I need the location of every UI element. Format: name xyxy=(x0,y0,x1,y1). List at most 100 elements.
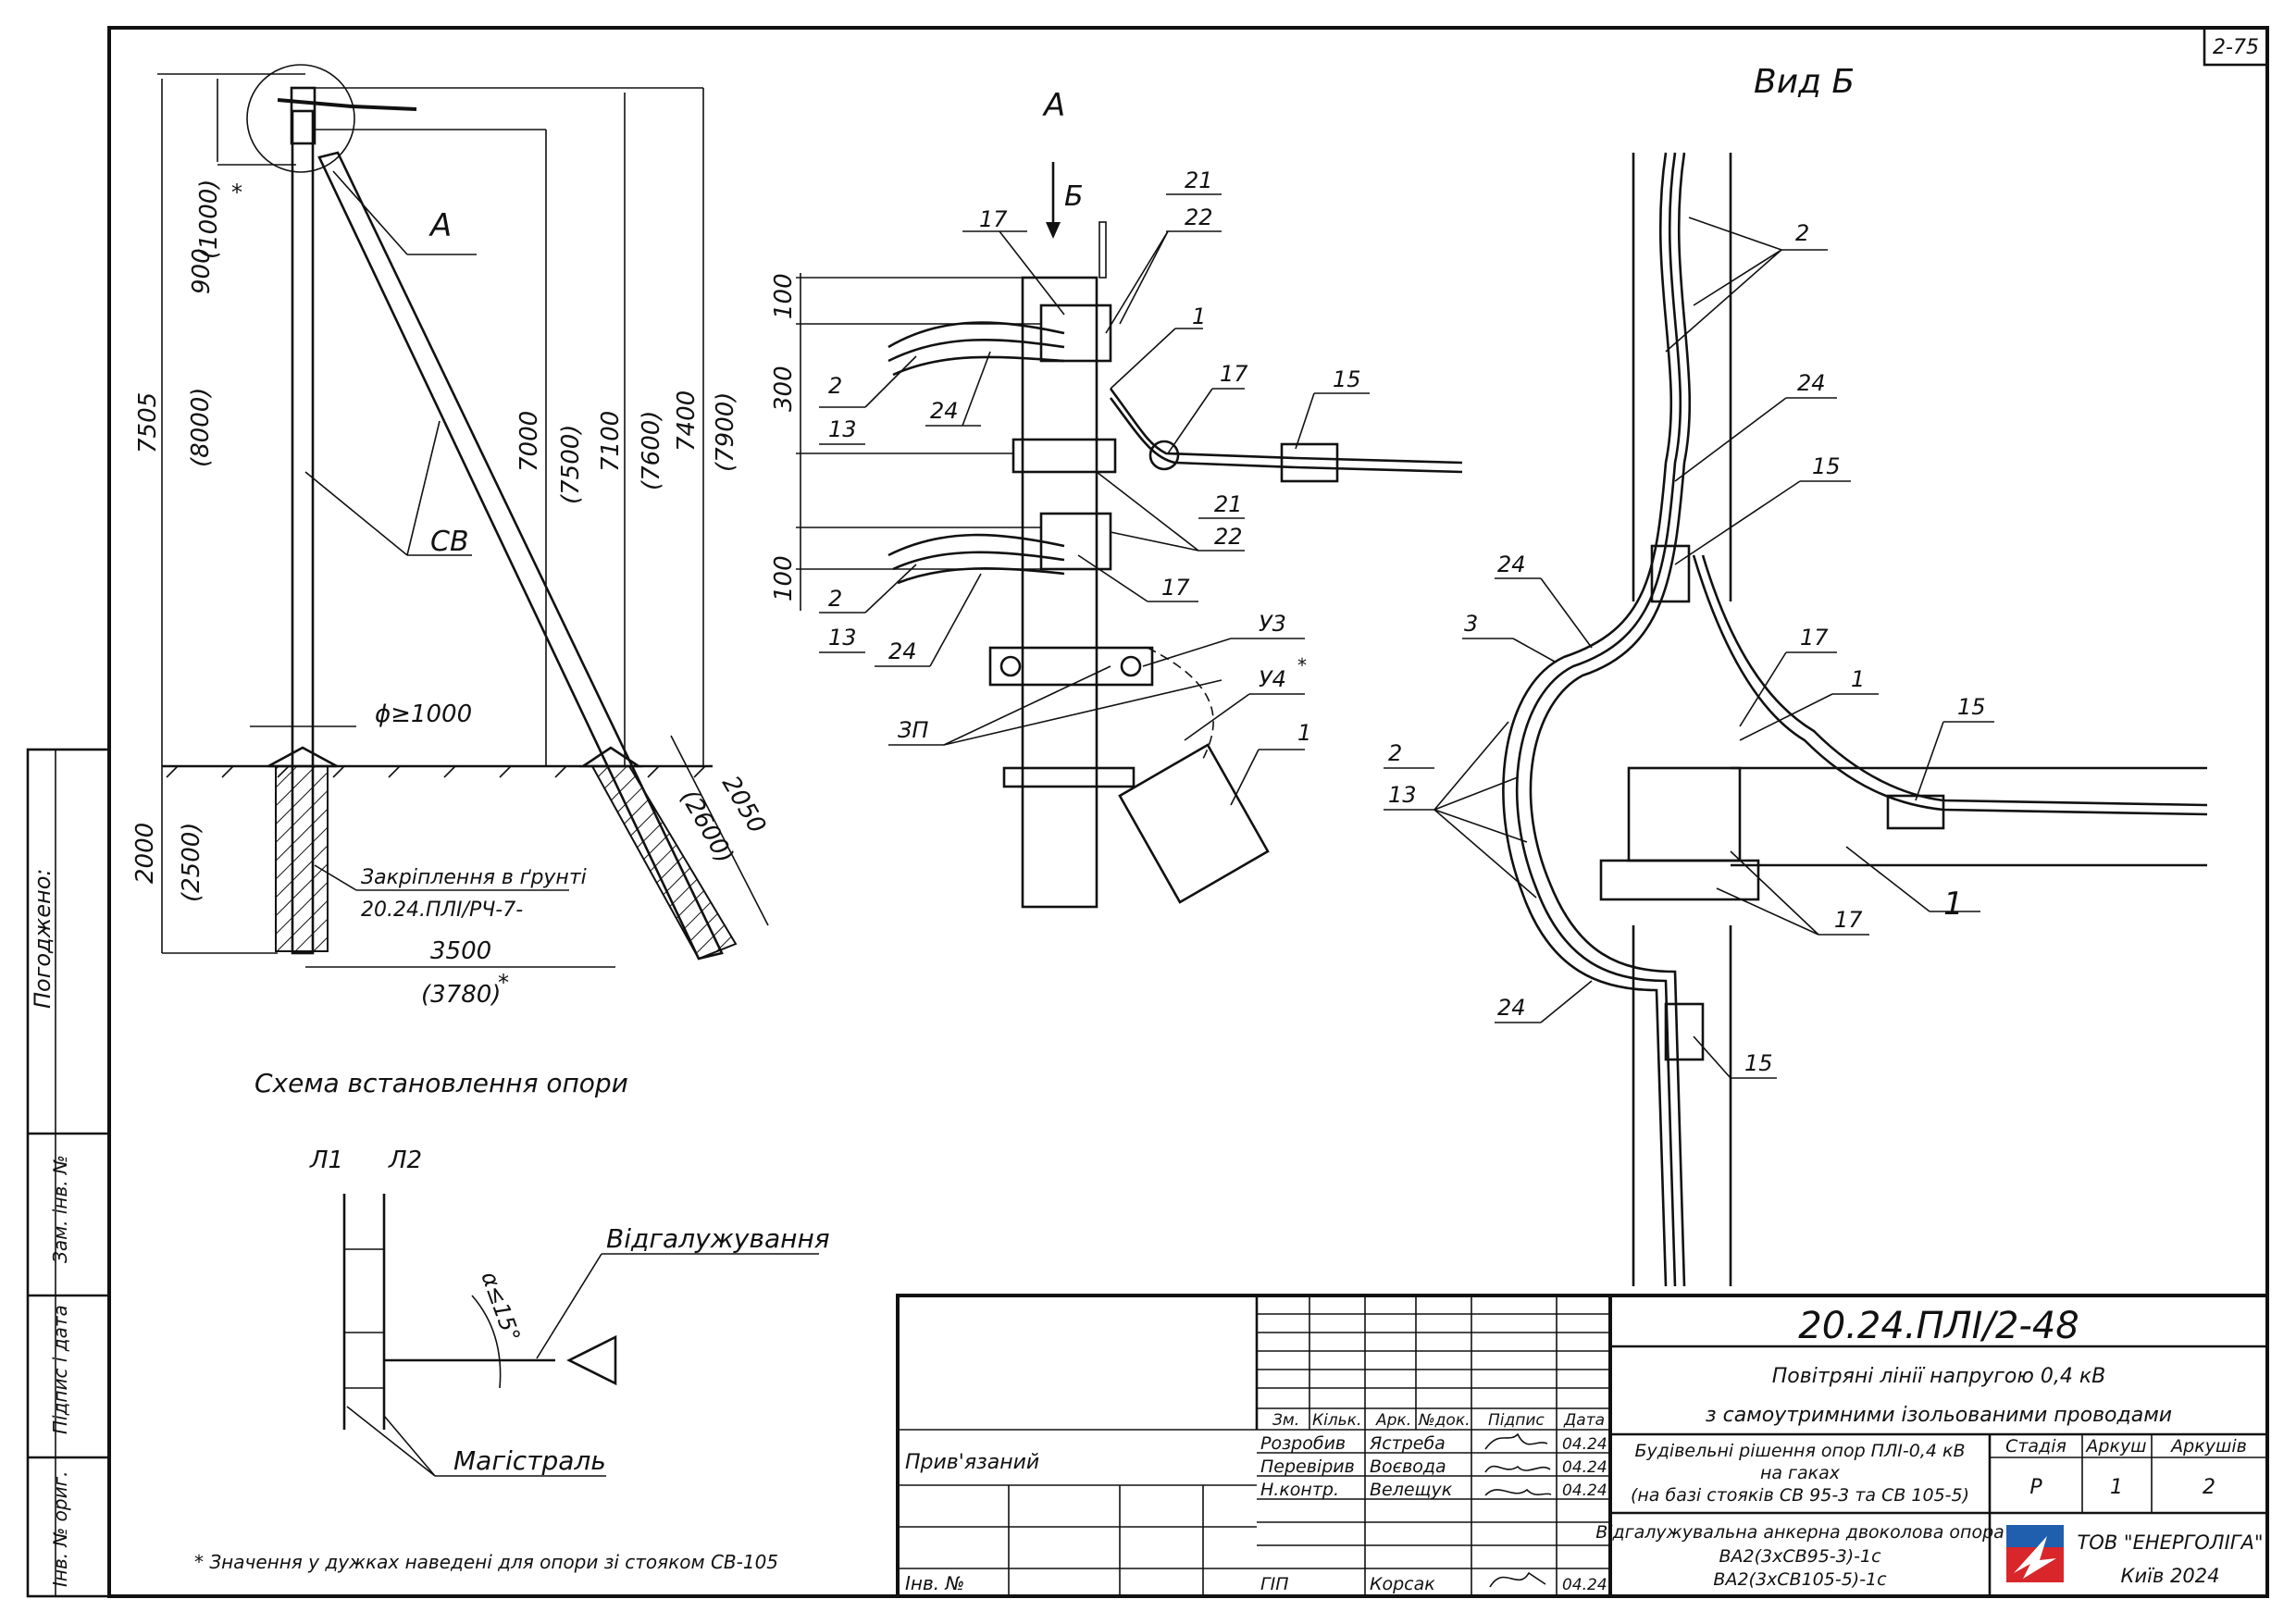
dim-diameter: ϕ≥1000 xyxy=(375,700,472,728)
dim-3500: 3500 xyxy=(430,937,491,965)
callout-22-mid: 22 xyxy=(1214,524,1243,550)
middle-band xyxy=(1011,438,1117,474)
label-branching: Відгалужування xyxy=(606,1223,830,1254)
callout-u4-star: * xyxy=(1297,654,1307,676)
view-b: Вид Б xyxy=(1384,63,2208,1287)
callout-2-upper: 2 xyxy=(828,373,842,399)
staff-role-3: Н.контр. xyxy=(1260,1480,1339,1500)
dim-8000: (8000) xyxy=(187,388,215,467)
staff-name-3: Велещук xyxy=(1370,1480,1453,1500)
upper-hook-clamp xyxy=(1039,304,1112,363)
sheets-value: 2 xyxy=(2203,1476,2215,1499)
vb-callout-24-top: 24 xyxy=(1797,370,1826,396)
staff-date-4: 04.24 xyxy=(1562,1576,1607,1594)
vb-callout-2: 2 xyxy=(1795,220,1809,246)
dim-2000: 2000 xyxy=(131,823,159,884)
dim-star-2: * xyxy=(498,970,509,996)
project-line2: з самоутримними ізольованими проводами xyxy=(1706,1404,2172,1427)
label-l1: Л1 xyxy=(309,1147,343,1174)
staff-date-1: 04.24 xyxy=(1562,1435,1607,1454)
inv-no-label: Інв. № xyxy=(905,1572,964,1594)
label-l2: Л2 xyxy=(388,1147,422,1174)
stage-header: Стадія xyxy=(2005,1436,2066,1457)
dim-7900: (7900) xyxy=(712,392,739,472)
callout-13-lower: 13 xyxy=(828,625,857,651)
callout-21-mid: 21 xyxy=(1214,491,1243,517)
section-line3: (на базі стояків СВ 95-3 та СВ 105-5) xyxy=(1631,1485,1969,1506)
callout-17-top: 17 xyxy=(979,206,1008,232)
staff-name-4: Корсак xyxy=(1370,1574,1435,1594)
vb-callout-1-big: 1 xyxy=(1943,886,1964,923)
dim-100-lower: 100 xyxy=(770,555,798,601)
section-line2: на гаках xyxy=(1760,1463,1841,1483)
strut-pole xyxy=(317,151,724,961)
dim-100-upper: 100 xyxy=(770,273,798,319)
staff-date-3: 04.24 xyxy=(1562,1481,1607,1500)
sign-date-label: Підпис і дата xyxy=(49,1305,71,1434)
drawing-line2: ВА2(3хСВ95-3)-1с xyxy=(1719,1546,1881,1567)
view-b-title: Вид Б xyxy=(1754,63,1855,101)
junction-box xyxy=(1118,743,1270,904)
staff-name-1: Ястреба xyxy=(1369,1433,1446,1454)
hdr-pidpys: Підпис xyxy=(1488,1411,1545,1430)
callout-3p: ЗП xyxy=(898,717,928,743)
dim-300: 300 xyxy=(770,366,798,412)
label-sv: СВ xyxy=(430,526,469,558)
arrow-b-label: Б xyxy=(1064,180,1084,213)
hdr-zm: Зм. xyxy=(1272,1411,1299,1430)
dim-1000: (1000) xyxy=(195,180,223,259)
callout-1-top: 1 xyxy=(1192,304,1206,329)
callout-22-top: 22 xyxy=(1185,205,1213,230)
branch-end-cone xyxy=(566,1334,617,1386)
label-main: Магістраль xyxy=(453,1445,606,1476)
schema-caption: Схема встановлення опори xyxy=(254,1068,628,1098)
sheet-value: 1 xyxy=(2110,1476,2123,1499)
hdr-ndok: №док. xyxy=(1418,1411,1471,1430)
sheets-header: Аркушів xyxy=(2169,1436,2247,1457)
sheet-code: 2-75 xyxy=(2213,36,2259,59)
vb-callout-15-right: 15 xyxy=(1957,694,1986,720)
label-a-detail: А xyxy=(428,207,452,244)
hdr-kilk: Кільк. xyxy=(1312,1411,1361,1430)
pole-foundation xyxy=(275,765,329,952)
drawing-line3: ВА2(3хСВ105-5)-1с xyxy=(1713,1569,1887,1590)
dim-7400: 7400 xyxy=(673,391,701,452)
label-angle: α≤15° xyxy=(476,1268,525,1345)
dim-2500: (2500) xyxy=(178,823,205,902)
dim-7505: 7505 xyxy=(134,392,162,453)
dim-star-1: * xyxy=(231,180,242,205)
footnote: * Значення у дужках наведені для опори з… xyxy=(194,1551,778,1573)
company-name: ТОВ "ЕНЕРГОЛІГА" xyxy=(2077,1531,2263,1554)
label-soil-doc: 20.24.ПЛІ/РЧ-7- xyxy=(361,899,523,922)
stage-value: Р xyxy=(2029,1476,2042,1499)
callout-2-lower: 2 xyxy=(828,586,842,612)
grounding-bracket xyxy=(988,646,1154,687)
label-soil-fix: Закріплення в ґрунті xyxy=(361,866,587,889)
installation-schema: 900 (1000) 7505 (8000) 7000 (7500) 7100 … xyxy=(131,64,771,1098)
main-pole xyxy=(291,109,315,955)
vb-callout-3: 3 xyxy=(1464,611,1478,637)
dim-7600: (7600) xyxy=(638,411,665,490)
detail-pole xyxy=(1021,276,1098,909)
side-stamp: Погоджено: Зам. інв. № Підпис і дата Інв… xyxy=(26,748,111,1598)
sheet-code-box xyxy=(2203,26,2269,67)
lower-hook-clamp xyxy=(1039,512,1112,571)
staff-role-4: ГІП xyxy=(1260,1574,1288,1594)
vb-callout-2-left: 2 xyxy=(1388,740,1402,766)
hdr-ark: Арк. xyxy=(1375,1411,1411,1430)
vb-callout-17-bottom: 17 xyxy=(1834,907,1863,933)
staff-role-1: Розробив xyxy=(1260,1433,1346,1454)
staff-name-2: Воєвода xyxy=(1370,1457,1446,1477)
detail-a: А Б xyxy=(770,87,1463,909)
title-block: Зм. Кільк. Арк. №док. Підпис Дата Розроб… xyxy=(896,1294,2269,1598)
branch-schema: Л1 Л2 α≤15° Відгалужування Магістраль xyxy=(309,1147,830,1477)
detail-a-title: А xyxy=(1042,87,1065,124)
dim-900: 900 xyxy=(188,248,216,294)
callout-24-lower: 24 xyxy=(888,638,917,664)
sheet-header: Аркуш xyxy=(2084,1436,2146,1457)
project-line1: Повітряні лінії напругою 0,4 кВ xyxy=(1772,1365,2106,1388)
dim-7500: (7500) xyxy=(557,425,585,504)
company-logo xyxy=(2006,1525,2064,1582)
doc-number: 20.24.ПЛІ/2-48 xyxy=(1798,1305,2079,1347)
vb-callout-13: 13 xyxy=(1388,782,1417,808)
